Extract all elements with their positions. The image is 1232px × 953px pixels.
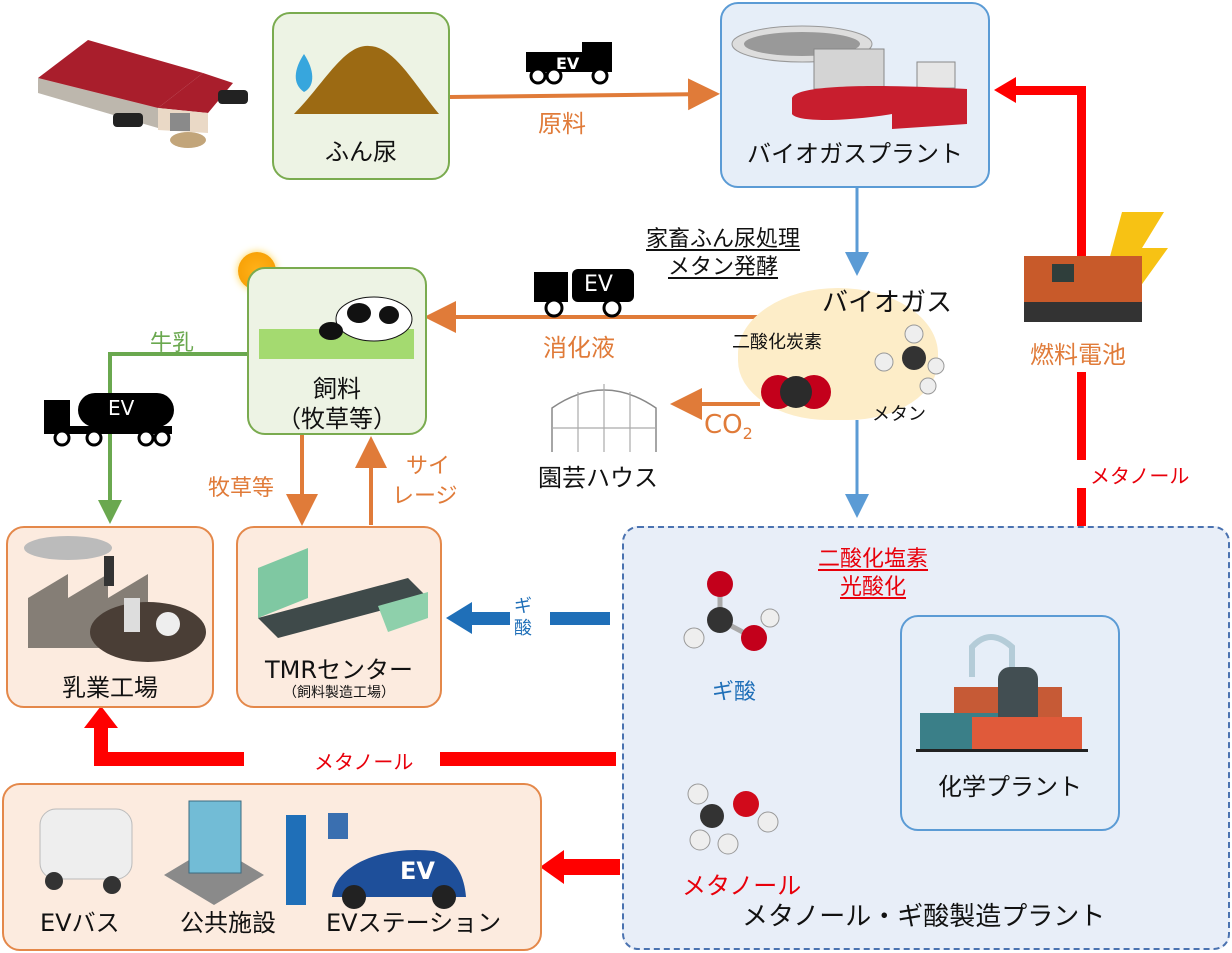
ev-car-icon	[332, 849, 466, 897]
arrow-methanol-dairy-right	[440, 752, 616, 766]
dairy-factory-icon	[24, 536, 206, 662]
arrow-methanol-dairy-left	[94, 752, 244, 766]
fuel-cell-generator-icon	[1022, 212, 1172, 327]
feed-label-line2: （牧草等）	[277, 405, 397, 433]
manure-label: ふん尿	[325, 138, 397, 166]
chemical-plant-icon	[916, 634, 1088, 752]
chemical-plant-label: 化学プラント	[902, 767, 1118, 806]
ev-station-label: EVステーション	[323, 903, 504, 942]
greenhouse-icon	[548, 378, 660, 454]
co2-flow-label: CO2	[704, 410, 753, 444]
methane-molecule-icon	[872, 322, 945, 395]
ev-tank-truck-icon: EV	[532, 264, 636, 318]
ev-bus-label: EVバス	[38, 903, 122, 942]
tank-truck-ev-badge: EV	[584, 272, 613, 297]
methanol-product-label: メタノール	[682, 872, 802, 900]
ev-bus-icon	[39, 808, 133, 880]
ev-milk-tanker-icon: EV	[42, 390, 176, 448]
silage-label: サイ レージ	[392, 454, 458, 509]
arrow-methanol-dairy-head	[84, 706, 118, 728]
barn-icon	[38, 40, 248, 148]
arrow-methanol-fuelcell-low	[1077, 488, 1086, 526]
arrow-formic-tail	[550, 612, 610, 625]
tmr-center-box: TMRセンター （飼料製造工場）	[236, 526, 442, 708]
arrow-methanol-ev-head	[540, 850, 564, 884]
methanol-to-dairy-label: メタノール	[314, 750, 414, 774]
formic-acid-product-label: ギ酸	[712, 680, 757, 705]
biogas-plant-label: バイオガスプラント	[722, 134, 988, 173]
arrow-formic-shaft	[470, 612, 510, 625]
car-ev-badge: EV	[400, 857, 435, 885]
biogas-plant-box: バイオガスプラント	[720, 2, 990, 188]
raw-material-label: 原料	[538, 110, 586, 138]
process-label: 二酸化塩素 光酸化	[818, 547, 929, 600]
biogas-plant-icon	[731, 25, 967, 129]
dairy-factory-label: 乳業工場	[8, 668, 212, 707]
chemical-plant-box: 化学プラント	[900, 615, 1120, 831]
public-facility-label: 公共施設	[178, 903, 278, 942]
ev-dump-truck-icon: EV	[526, 40, 618, 85]
tmr-factory-icon	[258, 548, 428, 638]
dairy-factory-box: 乳業工場	[6, 526, 214, 708]
manure-box: ふん尿	[272, 12, 450, 180]
tmr-center-label: TMRセンター	[238, 650, 440, 689]
arrow-formic-head	[446, 602, 472, 634]
feed-label-line1: 飼料	[313, 375, 361, 403]
formic-acid-molecule-icon	[680, 568, 790, 658]
methanol-to-fuelcell-label: メタノール	[1090, 460, 1190, 489]
methanol-molecule-icon	[686, 782, 786, 862]
dump-truck-ev-badge: EV	[556, 54, 580, 73]
methane-label: メタン	[872, 404, 926, 425]
co2-molecule-icon	[760, 372, 832, 412]
fuel-cell-label: 燃料電池	[1030, 341, 1126, 369]
barn-illustration	[28, 18, 258, 148]
charger-icon	[286, 815, 306, 905]
formic-acid-arrow-label: ギ 酸	[514, 596, 532, 639]
ev-facilities-box: EV EVバス 公共施設 EVステーション	[2, 783, 542, 951]
digestate-label: 消化液	[543, 334, 615, 362]
co2-label: 二酸化炭素	[732, 332, 822, 353]
arrow-methanol-fuelcell-up	[1077, 86, 1086, 296]
arrow-methanol-plant-head	[994, 77, 1016, 103]
manure-pile-icon	[294, 45, 439, 114]
pasture-label: 牧草等	[208, 476, 275, 501]
biogas-title: バイオガス	[822, 288, 953, 318]
arrow-methanol-ev-shaft	[560, 859, 620, 875]
methanol-formic-plant-label: メタノール・ギ酸製造プラント	[739, 896, 1108, 937]
greenhouse-label: 園芸ハウス	[536, 458, 660, 497]
feed-box: 飼料 （牧草等）	[247, 267, 427, 435]
milk-label: 牛乳	[150, 331, 195, 356]
ev-facilities-icons	[39, 800, 466, 909]
arrow-raw-material	[449, 78, 720, 111]
arrow-methanol-top-horizontal	[1010, 86, 1086, 95]
arrow-milk	[98, 352, 248, 524]
tmr-center-sublabel: （飼料製造工場）	[283, 685, 395, 701]
grazing-cow-icon	[259, 296, 414, 359]
livestock-process-label: 家畜ふん尿処理 メタン発酵	[646, 227, 801, 280]
arrow-methanol-dairy-up	[94, 725, 108, 765]
arrow-methanol-fuelcell-mid	[1077, 372, 1086, 460]
milk-tanker-ev-badge: EV	[108, 396, 135, 420]
